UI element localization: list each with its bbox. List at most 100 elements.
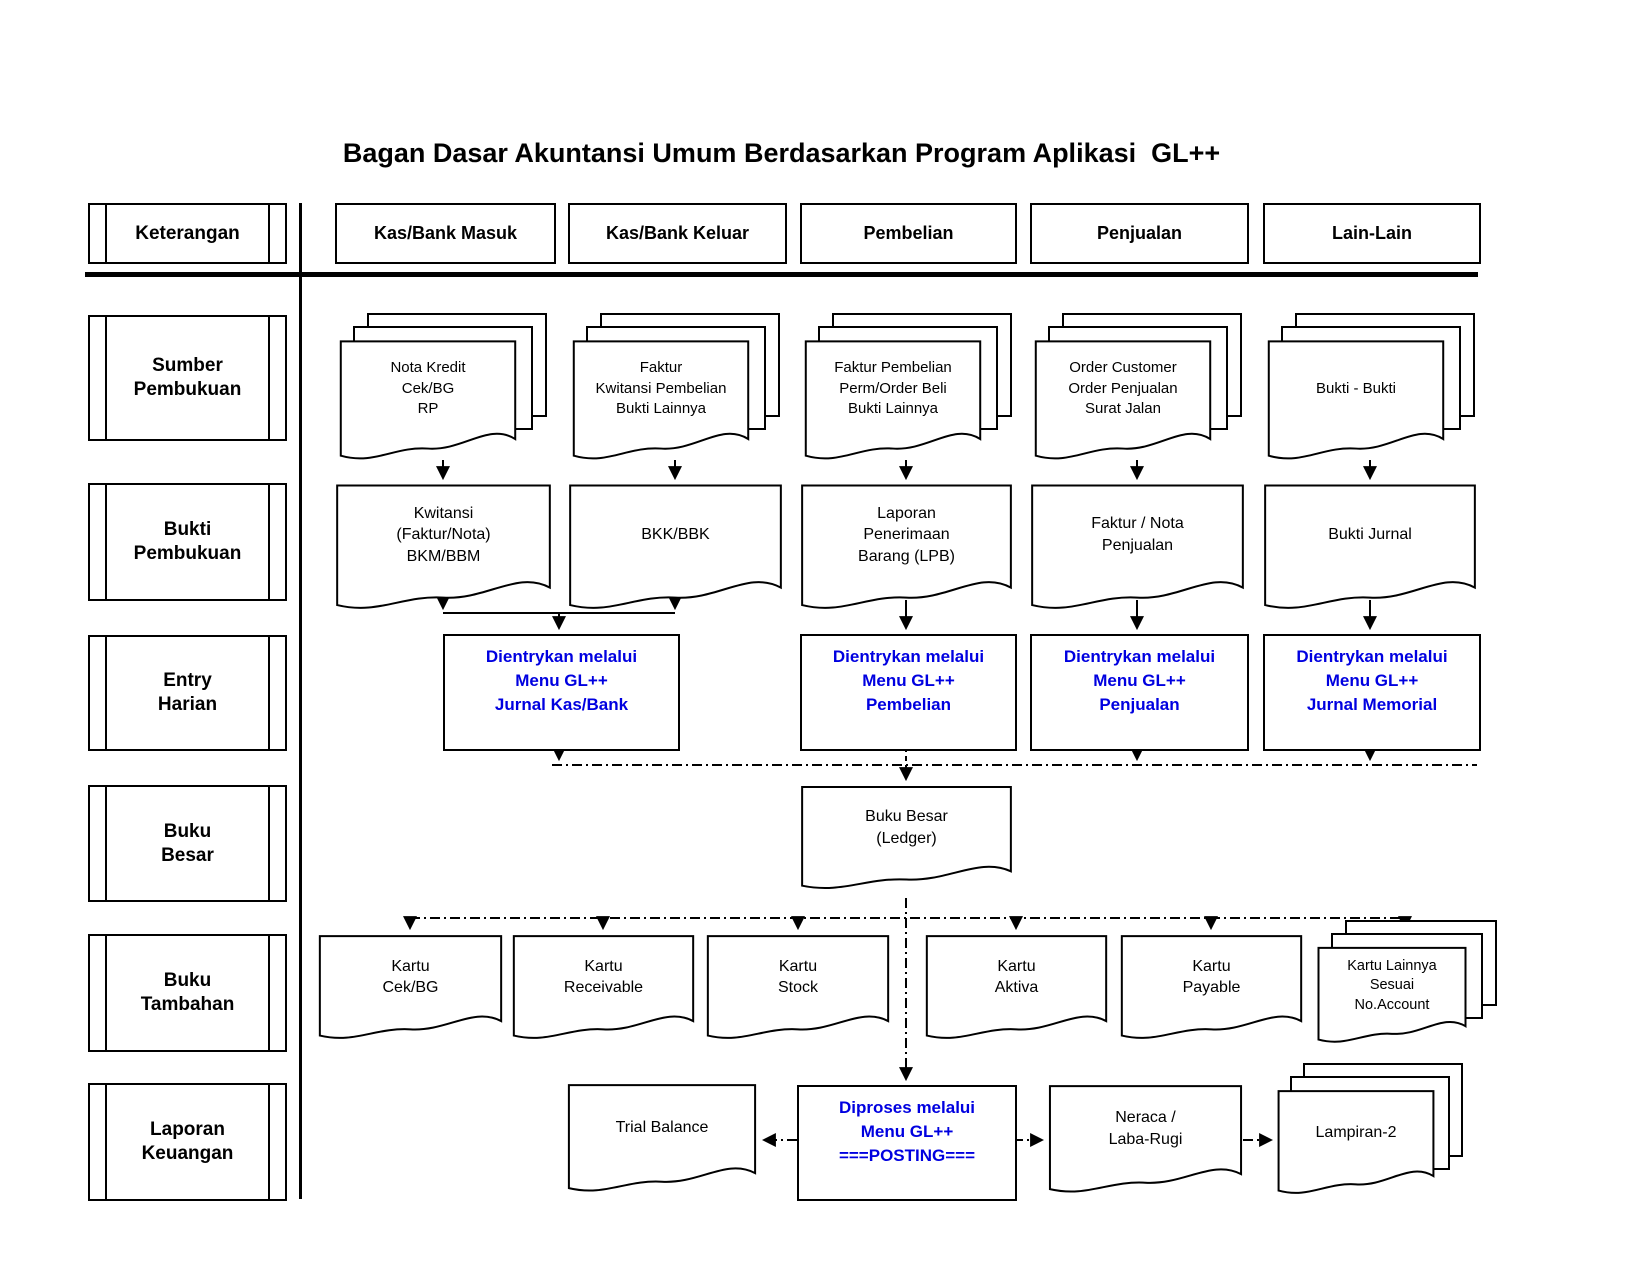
- document-outline: [1120, 934, 1303, 1048]
- doc-lpb: Laporan Penerimaan Barang (LPB): [800, 483, 1013, 620]
- document-label: Neraca / Laba-Rugi: [1108, 1109, 1183, 1148]
- document-outline: [318, 934, 503, 1048]
- vertical-divider: [299, 203, 302, 1199]
- document-label: Buku Besar (Ledger): [865, 808, 948, 847]
- document-shape: Nota Kredit Cek/BG RP: [339, 339, 517, 470]
- process-label: Diproses melalui Menu GL++ ===POSTING===: [838, 1098, 976, 1166]
- document-label: Faktur / Nota Penjualan: [1091, 515, 1184, 555]
- doc-stack-nota-kredit: Nota Kredit Cek/BG RP: [339, 313, 547, 470]
- document-outline: [1048, 1084, 1243, 1202]
- row-label-text: Bukti Pembukuan: [133, 519, 242, 564]
- doc-stack-order-customer: Order Customer Order Penjualan Surat Jal…: [1034, 313, 1242, 470]
- document-outline: [800, 483, 1013, 620]
- row-label-sumber-pembukuan: Sumber Pembukuan: [88, 315, 287, 441]
- doc-stack-bukti-bukti: Bukti - Bukti: [1267, 313, 1475, 470]
- document-outline: [1030, 483, 1245, 620]
- keterangan-header-box: Keterangan: [88, 203, 287, 264]
- document-label: Kartu Payable: [1182, 957, 1241, 997]
- column-header-kas-bank-masuk: Kas/Bank Masuk: [335, 203, 556, 264]
- document-outline: [1277, 1089, 1435, 1203]
- doc-kartu-aktiva: Kartu Aktiva: [925, 934, 1108, 1048]
- doc-neraca-laba-rugi: Neraca / Laba-Rugi: [1048, 1084, 1243, 1202]
- process-entry-penjualan: Dientrykan melalui Menu GL++ Penjualan: [1030, 634, 1249, 751]
- keterangan-label: Keterangan: [135, 222, 240, 244]
- document-shape: Order Customer Order Penjualan Surat Jal…: [1034, 339, 1212, 470]
- doc-kartu-payable: Kartu Payable: [1120, 934, 1303, 1048]
- row-label-bukti-pembukuan: Bukti Pembukuan: [88, 483, 287, 601]
- column-header-lain-lain: Lain-Lain: [1263, 203, 1481, 264]
- document-label: Lampiran-2: [1315, 1123, 1397, 1141]
- document-outline: [512, 934, 695, 1048]
- doc-stack-kartu-lainnya: Kartu Lainnya Sesuai No.Account: [1317, 920, 1497, 1051]
- page-title: Bagan Dasar Akuntansi Umum Berdasarkan P…: [342, 138, 1221, 168]
- side-bars: [105, 1085, 270, 1199]
- side-bars: [105, 936, 270, 1050]
- document-outline: [706, 934, 890, 1048]
- doc-trial-balance: Trial Balance: [567, 1083, 757, 1201]
- row-label-text: Buku Tambahan: [140, 970, 235, 1015]
- document-label: Kartu Receivable: [563, 957, 644, 997]
- doc-stack-faktur-pembelian: Faktur Pembelian Perm/Order Beli Bukti L…: [804, 313, 1012, 470]
- process-entry-pembelian: Dientrykan melalui Menu GL++ Pembelian: [800, 634, 1017, 751]
- doc-bukti-jurnal: Bukti Jurnal: [1263, 483, 1477, 620]
- column-header-penjualan: Penjualan: [1030, 203, 1249, 264]
- column-header-kas-bank-keluar: Kas/Bank Keluar: [568, 203, 787, 264]
- document-shape: Faktur Kwitansi Pembelian Bukti Lainnya: [572, 339, 750, 470]
- document-label: BKK/BBK: [641, 526, 710, 544]
- process-label: Dientrykan melalui Menu GL++ Pembelian: [832, 647, 985, 715]
- doc-bkk-bbk: BKK/BBK: [568, 483, 783, 620]
- document-outline: [1263, 483, 1477, 620]
- side-bars: [105, 205, 270, 262]
- document-shape: Bukti - Bukti: [1267, 339, 1445, 470]
- side-bars: [105, 485, 270, 599]
- doc-kartu-cek-bg: Kartu Cek/BG: [318, 934, 503, 1048]
- doc-faktur-nota-penjualan: Faktur / Nota Penjualan: [1030, 483, 1245, 620]
- doc-kartu-receivable: Kartu Receivable: [512, 934, 695, 1048]
- document-label: Laporan Penerimaan Barang (LPB): [858, 504, 955, 565]
- row-label-buku-tambahan: Buku Tambahan: [88, 934, 287, 1052]
- document-label: Bukti Jurnal: [1328, 526, 1412, 544]
- document-label: Kartu Lainnya Sesuai No.Account: [1347, 957, 1437, 1013]
- document-outline: [804, 339, 982, 470]
- header-rule: [85, 272, 1478, 277]
- document-label: Order Customer Order Penjualan Surat Jal…: [1068, 359, 1178, 417]
- row-label-laporan-keuangan: Laporan Keuangan: [88, 1083, 287, 1201]
- document-outline: [800, 785, 1013, 898]
- row-label-entry-harian: Entry Harian: [88, 635, 287, 751]
- row-label-text: Entry Harian: [157, 670, 218, 715]
- process-posting: Diproses melalui Menu GL++ ===POSTING===: [797, 1085, 1017, 1201]
- document-outline: [1267, 339, 1445, 470]
- document-label: Kartu Aktiva: [994, 957, 1039, 997]
- document-outline: [339, 339, 517, 470]
- document-shape: Kartu Lainnya Sesuai No.Account: [1317, 946, 1467, 1051]
- document-label: Kartu Cek/BG: [382, 957, 439, 997]
- row-label-buku-besar: Buku Besar: [88, 785, 287, 902]
- doc-stack-lampiran-2: Lampiran-2: [1277, 1063, 1463, 1203]
- row-label-text: Buku Besar: [161, 820, 214, 866]
- row-label-text: Sumber Pembukuan: [133, 355, 242, 400]
- document-label: Kwitansi (Faktur/Nota) BKM/BBM: [396, 504, 491, 565]
- document-outline: [567, 1083, 757, 1201]
- document-label: Nota Kredit Cek/BG RP: [390, 359, 466, 417]
- row-label-text: Laporan Keuangan: [141, 1119, 234, 1164]
- process-entry-jurnal-kas-bank: Dientrykan melalui Menu GL++ Jurnal Kas/…: [443, 634, 680, 751]
- process-label: Dientrykan melalui Menu GL++ Penjualan: [1063, 647, 1216, 715]
- doc-buku-besar-ledger: Buku Besar (Ledger): [800, 785, 1013, 898]
- process-label: Dientrykan melalui Menu GL++ Jurnal Kas/…: [485, 647, 638, 715]
- document-outline: [572, 339, 750, 470]
- document-shape: Faktur Pembelian Perm/Order Beli Bukti L…: [804, 339, 982, 470]
- process-entry-jurnal-memorial: Dientrykan melalui Menu GL++ Jurnal Memo…: [1263, 634, 1481, 751]
- document-outline: [925, 934, 1108, 1048]
- doc-stack-faktur-kwitansi: Faktur Kwitansi Pembelian Bukti Lainnya: [572, 313, 780, 470]
- side-bars: [105, 787, 270, 900]
- process-label: Dientrykan melalui Menu GL++ Jurnal Memo…: [1296, 647, 1448, 715]
- document-label: Faktur Kwitansi Pembelian Bukti Lainnya: [595, 359, 727, 417]
- document-shape: Lampiran-2: [1277, 1089, 1435, 1203]
- document-label: Trial Balance: [615, 1119, 709, 1137]
- side-bars: [105, 637, 270, 749]
- side-bars: [105, 317, 270, 439]
- column-header-pembelian: Pembelian: [800, 203, 1017, 264]
- doc-kartu-stock: Kartu Stock: [706, 934, 890, 1048]
- document-label: Faktur Pembelian Perm/Order Beli Bukti L…: [834, 359, 952, 417]
